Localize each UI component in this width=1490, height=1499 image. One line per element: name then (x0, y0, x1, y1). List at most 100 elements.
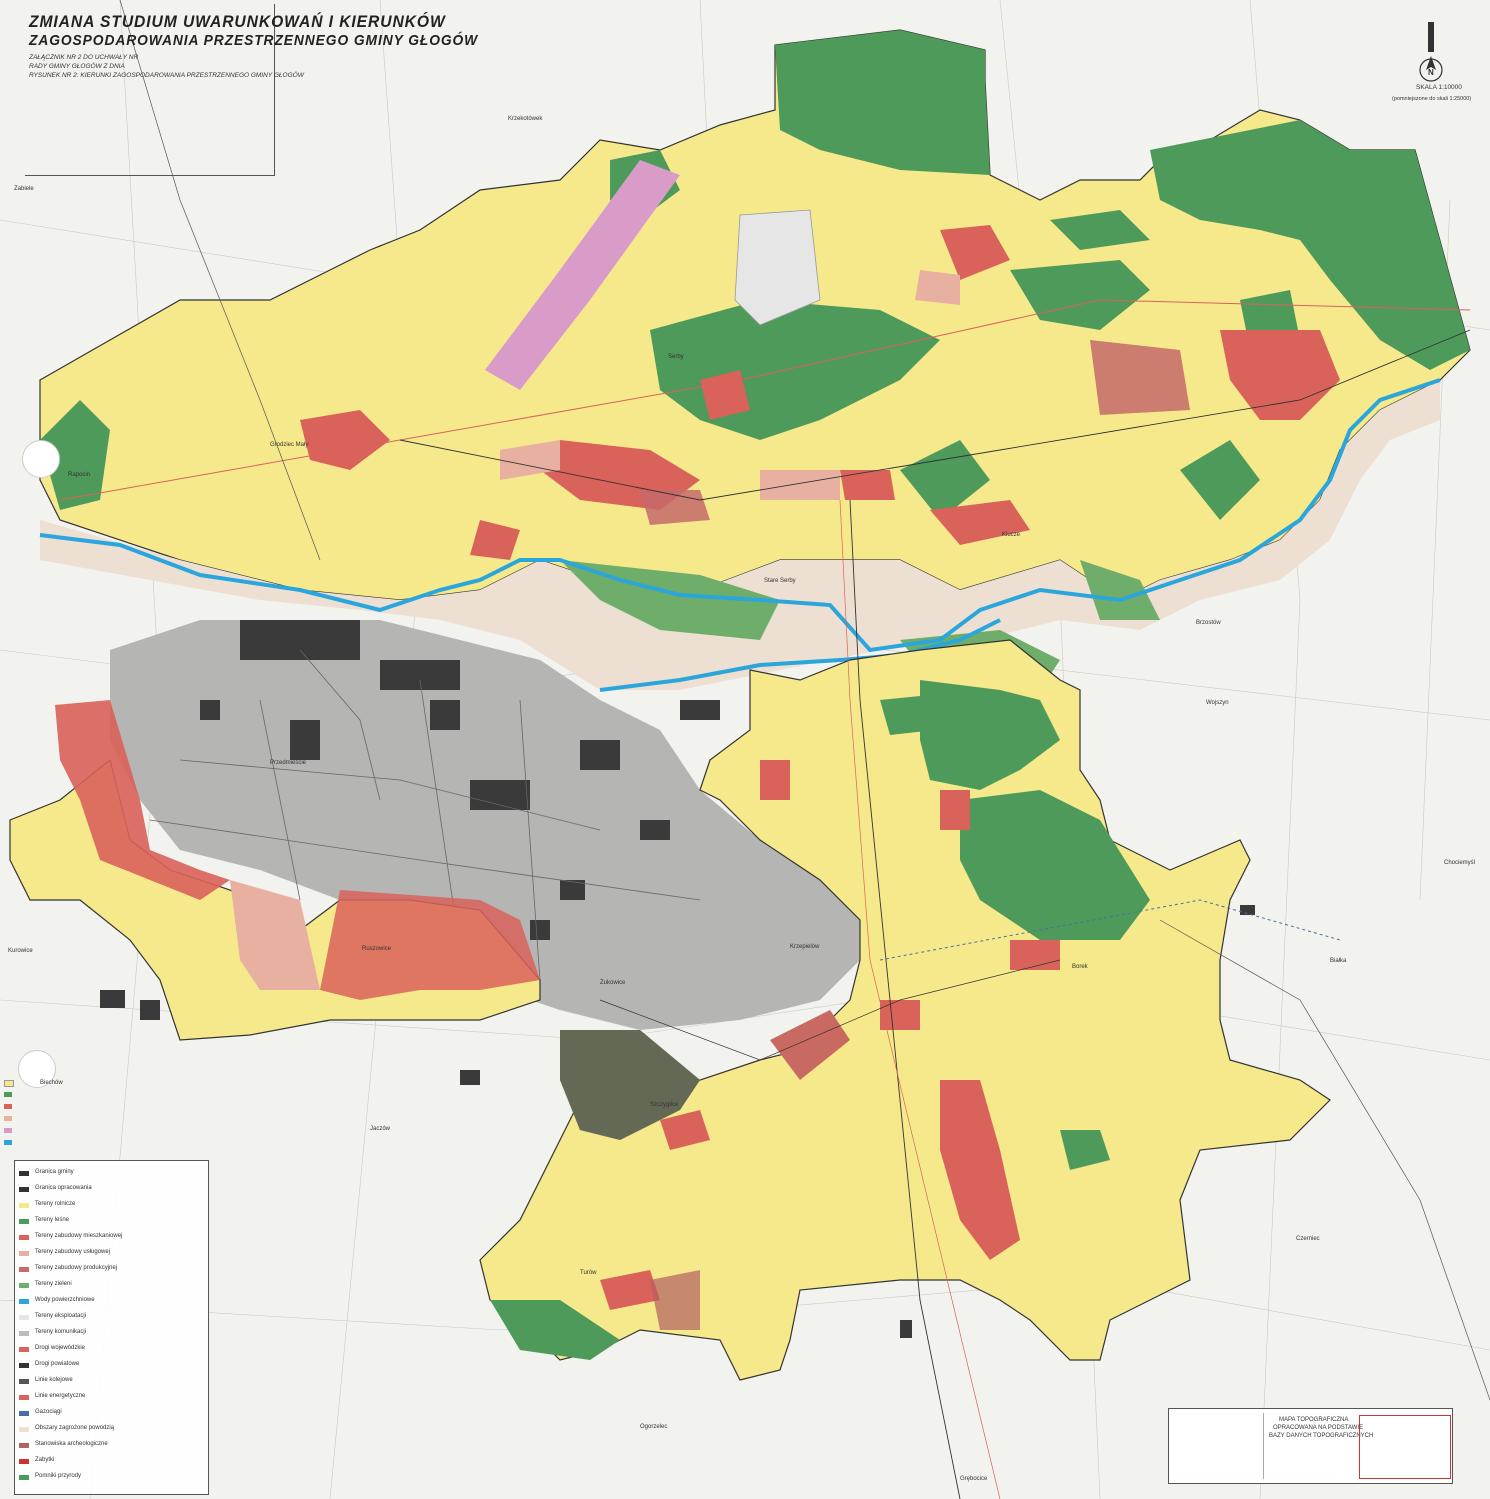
legend-item-label: Tereny leśne (35, 1217, 70, 1223)
place-borek: Borek (1072, 964, 1088, 970)
place-krzepielow: Krzepielów (790, 944, 820, 950)
legend-item-label: Tereny rolnicze (35, 1201, 76, 1207)
legend-item-label: Drogi wojewódzkie (35, 1345, 86, 1351)
subtitle-line2: RADY GMINY GŁOGÓW Z DNIA (29, 63, 125, 70)
south-industrial-hatch (650, 1270, 700, 1330)
legend-swatch (19, 1427, 29, 1432)
footer-right-label: BAZY DANYCH TOPOGRAFICZNYCH (1269, 1433, 1374, 1439)
scale-label: SKALA 1:10000 (1416, 84, 1462, 91)
legend-swatch (19, 1203, 29, 1208)
legend-swatch (19, 1235, 29, 1240)
footer-mid-label: OPRACOWANA NA PODSTAWIE (1273, 1425, 1364, 1431)
legend-item-label: Granica opracowania (35, 1185, 92, 1191)
punch-hole-bottom (18, 1050, 56, 1088)
legend-item-label: Drogi powiatowe (35, 1361, 80, 1367)
legend-item-label: Wody powierzchniowe (35, 1297, 95, 1303)
place-rapocin: Rapocin (68, 472, 91, 478)
subtitle-line1: ZAŁĄCZNIK NR 2 DO UCHWAŁY NR (29, 54, 139, 61)
place-szczyglice: Szczyglice (650, 1102, 679, 1108)
legend-swatch (19, 1395, 29, 1400)
footer-left-label: MAPA TOPOGRAFICZNA (1279, 1417, 1349, 1423)
scale-note: (pomniejszone do skali 1:25000) (1392, 96, 1472, 102)
map-title-line2: ZAGOSPODAROWANIA PRZESTRZENNEGO GMINY GŁ… (29, 32, 479, 49)
place-chociemysl: Chociemyśl (1444, 860, 1476, 866)
place-grodziec-maly: Grodziec Mały (270, 442, 309, 448)
legend-swatch (19, 1219, 29, 1224)
southwest-service-zone (230, 880, 320, 990)
legend-item-label: Pomniki przyrody (35, 1473, 82, 1479)
place-grebocice: Grębocice (960, 1476, 988, 1482)
place-wojszyn: Wojszyn (1206, 700, 1229, 706)
legend-item-label: Obszary zagrożone powodzią (35, 1425, 115, 1431)
legend-item-label: Tereny zabudowy produkcyjnej (35, 1265, 118, 1271)
north-settlements (300, 225, 1340, 560)
place-ruszowice: Ruszowice (362, 946, 392, 952)
place-krzekotowek: Krzekotówek (508, 116, 543, 122)
legend-item-label: Tereny zieleni (35, 1281, 72, 1287)
exploitation-area (734, 209, 821, 326)
map-title-line1: ZMIANA STUDIUM UWARUNKOWAŃ I KIERUNKÓW (29, 12, 446, 31)
legend-item-label: Gazociągi (35, 1409, 62, 1415)
legend-item-label: Tereny zabudowy usługowej (35, 1249, 111, 1255)
legend-item-label: Tereny komunikacji (35, 1329, 87, 1335)
legend-swatch (19, 1299, 29, 1304)
legend-item-label: Granica gminy (35, 1169, 74, 1175)
legend-item-label: Tereny eksploatacji (35, 1313, 87, 1319)
north-arrow (1419, 22, 1443, 82)
south-industrial-zone (770, 1010, 850, 1080)
legend-swatch (19, 1379, 29, 1384)
legend-swatch (19, 1411, 29, 1416)
infrastructure-lines (59, 0, 1490, 1499)
legend-item-label: Tereny zabudowy mieszkaniowej (35, 1233, 123, 1239)
legend-item-label: Linie energetyczne (35, 1393, 86, 1399)
place-ogorzelec: Ogorzelec (640, 1424, 668, 1430)
subtitle-line3: RYSUNEK NR 2: KIERUNKI ZAGOSPODAROWANIA … (29, 72, 304, 79)
legend-swatch (19, 1171, 29, 1176)
place-jaczow: Jaczów (370, 1126, 391, 1132)
legend-swatch (19, 1347, 29, 1352)
place-brzostow: Brzostów (1196, 620, 1221, 626)
legend-swatch (19, 1331, 29, 1336)
north-floodplain (40, 380, 1440, 690)
punch-hole-top (22, 440, 60, 478)
legend-swatch (19, 1187, 29, 1192)
place-kurowice: Kurowice (8, 948, 33, 954)
place-zukowice: Żukowice (600, 980, 626, 986)
title-block: ZMIANA STUDIUM UWARUNKOWAŃ I KIERUNKÓW Z… (25, 4, 477, 176)
south-hatched-forest (560, 1030, 700, 1140)
legend-swatch (19, 1443, 29, 1448)
place-turow: Turów (580, 1270, 597, 1276)
legend-swatch (19, 1459, 29, 1464)
legend-swatch (19, 1267, 29, 1272)
place-biala: Białka (1330, 958, 1347, 964)
place-przedmiescie: Przedmieście (270, 760, 307, 766)
southwest-settlement-west (55, 700, 230, 900)
place-serby: Serby (668, 354, 684, 360)
place-klucze: Klucze (1002, 532, 1021, 538)
scale-block: N SKALA 1:10000 (1400, 20, 1490, 91)
glogow-dense-blocks (100, 620, 1255, 1338)
south-settlements (600, 760, 1060, 1310)
legend-swatch (19, 1315, 29, 1320)
legend-item-label: Stanowiska archeologiczne (35, 1441, 108, 1447)
place-czerniec: Czerniec (1296, 1236, 1320, 1242)
odra-river-south-arm (599, 618, 1001, 692)
north-service-zones (500, 270, 960, 500)
legend-side-swatches (2, 1080, 14, 1160)
legend-item-label: Zabytki (35, 1457, 55, 1463)
place-bieczkow: Biechów (40, 1080, 63, 1086)
north-forests (40, 30, 1470, 520)
north-arrow-label: N (1428, 68, 1434, 77)
legend-item-label: Linie kolejowe (35, 1377, 73, 1383)
special-use-strip (485, 160, 680, 390)
legend-swatch (19, 1283, 29, 1288)
southwest-settlement-ruszowice (320, 890, 540, 1000)
place-zabiele: Zabiele (14, 186, 34, 192)
place-stare-serby: Stare Serby (764, 578, 796, 584)
legend-swatch (19, 1475, 29, 1480)
legend-swatch (19, 1363, 29, 1368)
footer-info-box: MAPA TOPOGRAFICZNA OPRACOWANA NA PODSTAW… (1168, 1408, 1453, 1484)
odra-river (39, 378, 1441, 653)
